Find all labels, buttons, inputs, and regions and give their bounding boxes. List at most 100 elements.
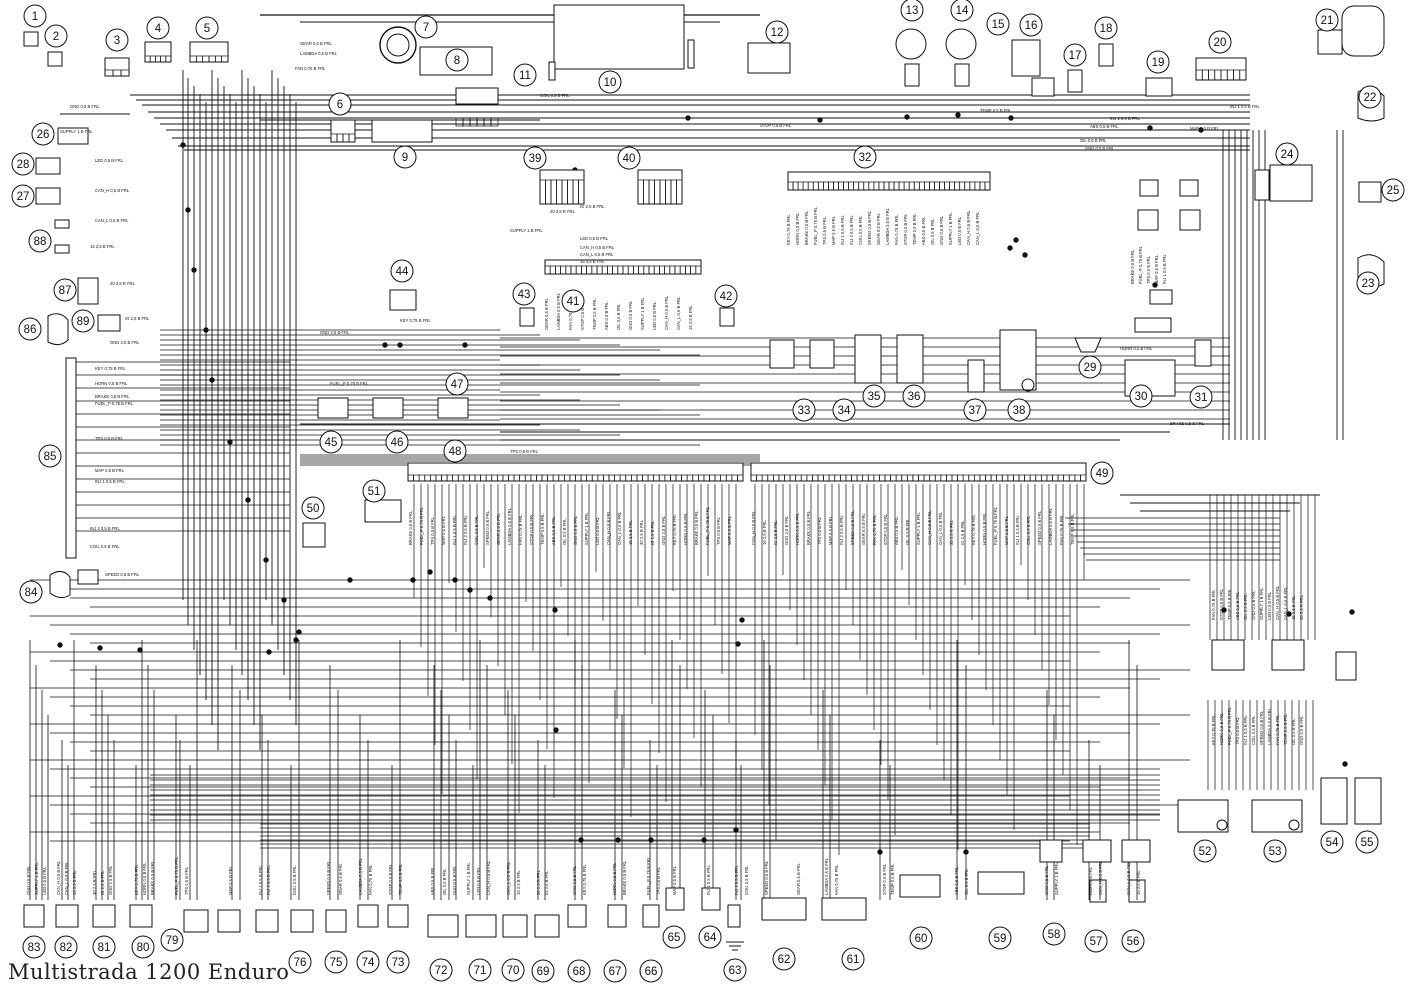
- wire-label: SUPPLY 1 B FRL: [640, 297, 645, 330]
- wire-label: LED 0,5 B FRL: [580, 236, 609, 241]
- callout-68: 68: [567, 959, 591, 983]
- wire-label: 30 2,5 R FRL: [639, 519, 644, 545]
- callout-circle: [1315, 8, 1339, 32]
- wire-label: INJ 1 0,5 B FRL: [706, 865, 711, 895]
- callout-circle: [988, 926, 1012, 950]
- callout-number: 1: [32, 11, 38, 23]
- callout-circle: [324, 950, 348, 974]
- callout-12: 12: [765, 20, 789, 44]
- connector-pin: [737, 474, 744, 482]
- callout-40: 40: [617, 146, 641, 170]
- callout-27: 27: [11, 184, 35, 208]
- callout-number: 79: [166, 935, 179, 947]
- wire-label: OIL 0,5 B FRL: [964, 868, 969, 895]
- wire-label: IG 2,5 B FRL: [650, 520, 655, 545]
- wire-label: BRAKE 0,5 B FRL: [1130, 249, 1135, 284]
- callout-43: 43: [512, 282, 536, 306]
- callout-circle: [714, 284, 738, 308]
- bottom-connector: [821, 897, 867, 921]
- callout-61: 61: [841, 947, 865, 971]
- wire-label: SUPPLY 1 B FRL: [60, 129, 93, 134]
- callout-circle: [909, 926, 933, 950]
- callout-circle: [393, 145, 417, 169]
- wire-label: TEMP 0,5 B FRL: [1283, 713, 1288, 745]
- callout-55: 55: [1355, 830, 1379, 854]
- callout-number: 74: [362, 957, 375, 969]
- callout-number: 86: [24, 324, 37, 336]
- wire-label: INJ 1 0,5 B FRL: [95, 479, 125, 484]
- relay-46: [372, 397, 404, 419]
- wire-label: FUEL_P 0,75 B FRL: [705, 506, 710, 545]
- junction-dot: [685, 115, 691, 121]
- callout-59: 59: [988, 926, 1012, 950]
- junction-dot: [1349, 609, 1355, 615]
- callout-67: 67: [603, 959, 627, 983]
- bottom-connector: [727, 904, 741, 928]
- callout-circle: [723, 958, 747, 982]
- callout-86: 86: [18, 317, 42, 341]
- wire-label: INJ 2 0,5 B FRL: [90, 526, 120, 531]
- module-52: [1177, 799, 1229, 833]
- connector-pin: [462, 117, 471, 127]
- wire-label: FAN 0,75 B FRL: [295, 66, 326, 71]
- wire-label: FUEL_P 0,75 B FRL: [813, 206, 818, 245]
- wire-label: GND 0,5 B FRL: [70, 104, 100, 109]
- wire-label: MAP 0,5 B FRL: [1004, 515, 1009, 545]
- connector-pin: [469, 117, 478, 127]
- wire-label: CAN_H 0,5 B FRL: [580, 245, 615, 250]
- callout-25: 25: [1381, 178, 1405, 202]
- wire-label: OIL 0,5 B FRL: [616, 303, 621, 330]
- callout-number: 15: [992, 19, 1005, 31]
- callout-circle: [1129, 384, 1153, 408]
- callout-number: 63: [729, 965, 742, 977]
- callout-9: 9: [393, 145, 417, 169]
- callout-circle: [288, 950, 312, 974]
- wire-label: TPS 0,5 B FRL: [95, 436, 124, 441]
- wire-label: BRAKE 0,5 B FRL: [806, 510, 811, 545]
- callout-number: 72: [435, 965, 448, 977]
- callout-circle: [513, 63, 537, 87]
- wire-label: 30 2,5 R FRL: [1299, 594, 1304, 620]
- wire-label: MAP 0,5 B FRL: [831, 215, 836, 245]
- callout-83: 83: [22, 935, 46, 959]
- callout-50: 50: [301, 496, 325, 520]
- wire-label: LED 0,5 B FRL: [1088, 866, 1093, 895]
- wire-label: 15 2,5 B FRL: [1136, 870, 1141, 895]
- wire-label: STOP 0,5 B FRL: [388, 863, 393, 895]
- callout-circle: [443, 439, 467, 463]
- wire-label: FAN 0,75 B FRL: [1275, 714, 1280, 745]
- callout-circle: [18, 317, 42, 341]
- wire-label: GND 2,5 B FRL: [108, 865, 113, 895]
- wire-label: FUEL_P 0,75 B FRL: [993, 506, 998, 545]
- wire-label: SPEED 0,5 B FRL: [850, 510, 855, 545]
- wire-label: HORN 0,5 B FRL: [795, 212, 800, 245]
- callout-circle: [902, 384, 926, 408]
- callout-72: 72: [429, 958, 453, 982]
- wire-label: CAN_H 0,5 B FRL: [927, 510, 932, 545]
- wire-label: CAN_H 0,5 B FRL: [751, 510, 756, 545]
- callout-number: 48: [449, 446, 462, 458]
- bottom-connector: [255, 909, 279, 933]
- junction-dot: [266, 649, 272, 655]
- wire-label: HORN 0,5 B FRL: [683, 512, 688, 545]
- callout-circle: [1078, 355, 1102, 379]
- wire-label: MAP 0,5 B FRL: [727, 515, 732, 545]
- callout-circle: [1355, 830, 1379, 854]
- callout-28: 28: [11, 152, 35, 176]
- callout-56: 56: [1121, 929, 1145, 953]
- wire-label: HORN 0,5 B FRL: [982, 512, 987, 545]
- wire-label: LAMBDA 0,5 B FRL: [358, 857, 363, 895]
- callout-38: 38: [1007, 398, 1031, 422]
- relay-9: [371, 119, 433, 143]
- callout-3: 3: [105, 28, 129, 52]
- wire-label: TEMP 0,5 B FRL: [1070, 513, 1075, 545]
- wire-label: OIL 0,5 B FRL: [905, 518, 910, 545]
- connector-2: [47, 51, 63, 67]
- fuse-11b: [687, 39, 695, 69]
- callout-number: 18: [1100, 23, 1113, 35]
- callout-47: 47: [445, 372, 469, 396]
- wire-label: CAN_H 0,5 B FRL: [486, 860, 491, 895]
- wire-label: HORN 0,5 B FRL: [1120, 346, 1153, 351]
- wire-label: INJ 1 0,5 B FRL: [1015, 515, 1020, 545]
- wire-label: FUEL_P 0,75 B FRL: [646, 856, 651, 895]
